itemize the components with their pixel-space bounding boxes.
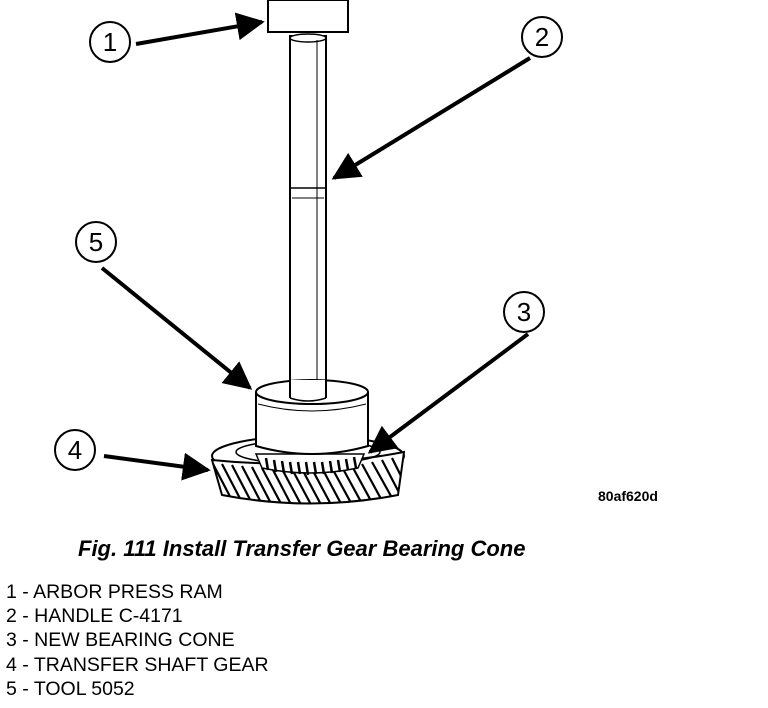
legend-item-tool: 5 - TOOL 5052 [6, 677, 135, 700]
callout-5-number: 5 [89, 227, 103, 257]
legend-item-arbor-press-ram: 1 - ARBOR PRESS RAM [6, 581, 223, 603]
leader-arrow-4 [103, 452, 211, 481]
handle [289, 33, 327, 407]
parts-legend: 1 - ARBOR PRESS RAM 2 - HANDLE C-4171 3 … [6, 580, 269, 701]
callout-4: 4 [54, 429, 96, 471]
figure-caption: Fig. 111 Install Transfer Gear Bearing C… [78, 536, 526, 561]
legend-item-handle: 2 - HANDLE C-4171 [6, 605, 183, 628]
callout-2: 2 [521, 16, 563, 58]
callout-1-number: 1 [103, 27, 117, 57]
legend-item-bearing-cone: 3 - NEW BEARING CONE [6, 629, 235, 652]
callout-2-number: 2 [535, 22, 549, 52]
callout-4-number: 4 [68, 435, 82, 465]
leader-arrow-3 [367, 332, 530, 454]
figure-image-code: 80af620d [598, 488, 658, 504]
installer-tool [255, 379, 369, 455]
callout-3: 3 [503, 291, 545, 333]
leader-arrow-1 [135, 12, 265, 46]
leader-arrow-2 [331, 56, 532, 180]
callout-5: 5 [75, 221, 117, 263]
callout-3-number: 3 [517, 297, 531, 327]
legend-item-transfer-shaft-gear: 4 - TRANSFER SHAFT GEAR [6, 653, 269, 676]
arbor-press-ram [267, 0, 349, 33]
bearing-cone [254, 453, 366, 476]
leader-arrow-5 [100, 266, 253, 390]
bearing-installation-diagram: 1 2 3 4 5 [54, 0, 563, 505]
callout-1: 1 [89, 21, 131, 63]
